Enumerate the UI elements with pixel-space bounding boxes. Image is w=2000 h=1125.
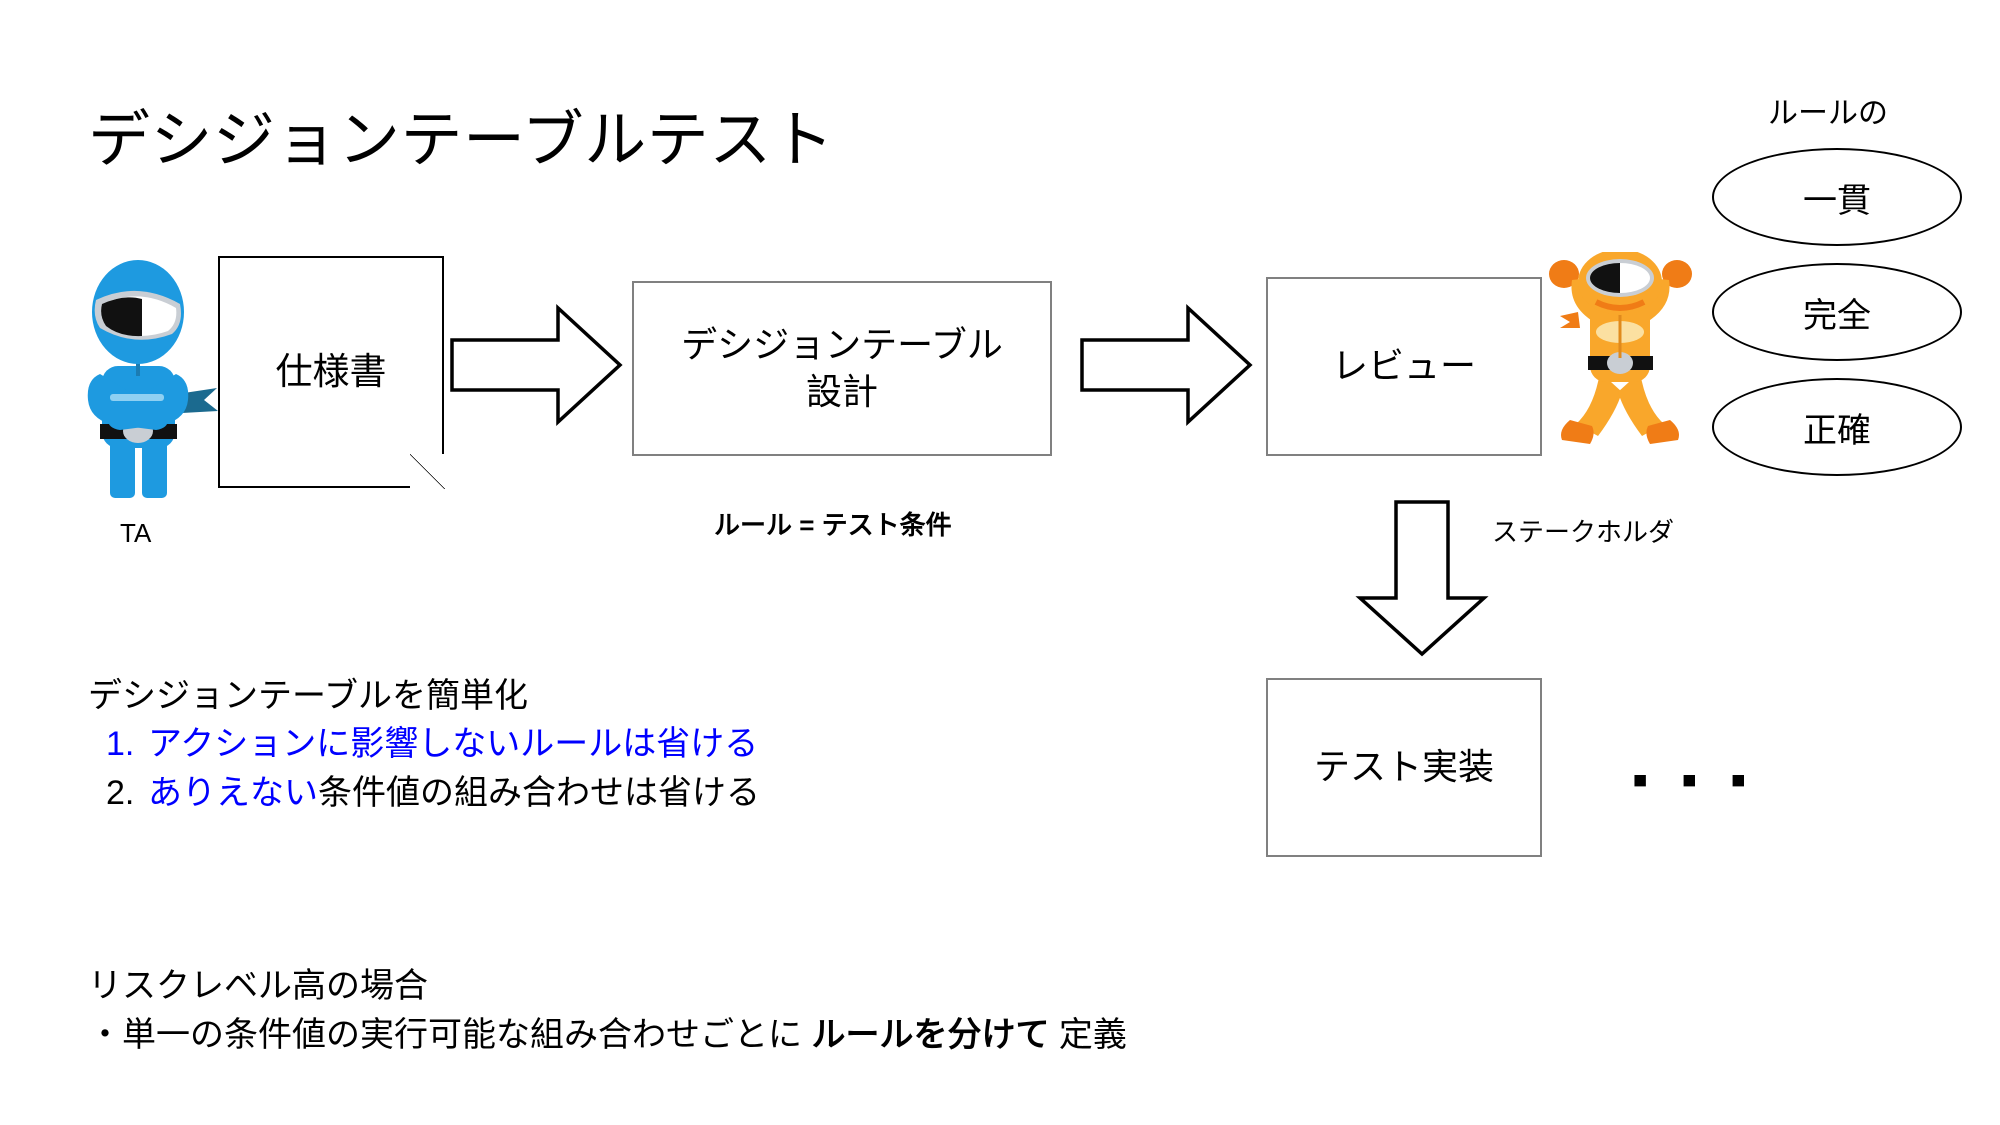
page-title: デシジョンテーブルテスト [88, 106, 835, 175]
risk-note-line2-bold: ルールを分けて [811, 1016, 1050, 1055]
flow-box-spec[interactable]: 仕様書 [218, 256, 445, 489]
simplify-item-1-text: アクションに影響しないルールは省ける [148, 725, 759, 764]
simplify-item-1-number: 1. [106, 725, 135, 764]
flow-box-impl[interactable]: テスト実装 [1266, 678, 1542, 857]
simplify-item-1: 1. アクションに影響しないルールは省ける [88, 720, 760, 768]
stakeholder-caption: ステークホルダ [1492, 517, 1675, 547]
flow-box-spec-label: 仕様書 [275, 351, 387, 393]
ta-caption: TA [120, 518, 152, 548]
ta-character-illustration [52, 248, 222, 503]
stakeholder-character-illustration [1548, 249, 1693, 457]
flow-box-design-label-line2: 設計 [805, 370, 878, 412]
flow-box-review-label: レビュー [1331, 345, 1476, 387]
continuation-dots: ▪ ▪ ▪ [1632, 753, 1757, 805]
rule-quality-ellipse-consistent[interactable]: 一貫 [1712, 148, 1962, 246]
risk-note-line2: ・単一の条件値の実行可能な組み合わせごとに ルールを分けて 定義 [88, 1011, 1127, 1060]
rule-quality-ellipse-accurate[interactable]: 正確 [1712, 378, 1962, 476]
flow-box-design[interactable]: デシジョンテーブル 設計 [632, 281, 1052, 456]
rule-quality-label-1: 一貫 [1803, 181, 1871, 220]
risk-note-line1: リスクレベル高の場合 [88, 967, 428, 1005]
rule-equals-caption: ルール = テスト条件 [714, 510, 952, 540]
simplify-item-2: 2. ありえない条件値の組み合わせは省ける [88, 769, 760, 817]
risk-note-block: リスクレベル高の場合 ・単一の条件値の実行可能な組み合わせごとに ルールを分けて… [88, 962, 1127, 1061]
simplify-block: デシジョンテーブルを簡単化 1. アクションに影響しないルールは省ける 2. ありえ… [88, 672, 760, 817]
document-shape [218, 256, 444, 488]
risk-note-line2-prefix: ・単一の条件値の実行可能な組み合わせごとに [88, 1016, 802, 1055]
simplify-item-2-text-black: 条件値の組み合わせは省ける [318, 773, 760, 812]
flow-box-design-label-line1: デシジョンテーブル [681, 324, 1003, 366]
document-fold-corner [410, 454, 445, 489]
rule-quality-ellipse-complete[interactable]: 完全 [1712, 263, 1962, 361]
arrow-review-to-impl-icon [1352, 498, 1492, 663]
arrow-design-to-review-icon [1078, 300, 1254, 435]
simplify-lead: デシジョンテーブルを簡単化 [88, 677, 528, 715]
simplify-item-2-number: 2. [106, 773, 135, 812]
risk-note-line2-suffix: 定義 [1058, 1016, 1127, 1055]
flow-box-review[interactable]: レビュー [1266, 277, 1542, 456]
simplify-item-2-text-blue: ありえない [148, 773, 318, 812]
flow-box-impl-label: テスト実装 [1313, 746, 1494, 788]
rule-qualities-heading: ルールの [1768, 97, 1888, 130]
flow-box-design-label: デシジョンテーブル 設計 [681, 322, 1003, 414]
rule-quality-label-2: 完全 [1803, 296, 1871, 335]
rule-quality-label-3: 正確 [1803, 411, 1871, 450]
arrow-spec-to-design-icon [448, 300, 624, 435]
